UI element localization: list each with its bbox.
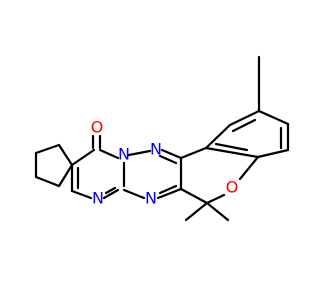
bond-to-aryl bbox=[179, 146, 208, 160]
bond-bz-6-inner bbox=[214, 142, 249, 152]
bond-cme2-o bbox=[205, 193, 226, 205]
bond-bz-2-inner bbox=[231, 118, 257, 133]
bond-bz-3 bbox=[257, 109, 290, 126]
bond-bz-6 bbox=[204, 146, 260, 159]
atom-n-pyrimidine: N bbox=[92, 189, 104, 208]
bond-c-cme2 bbox=[179, 187, 209, 205]
bond-ntri-c bbox=[156, 187, 183, 200]
bond-cp-5 bbox=[57, 143, 74, 167]
bond-o-aryl bbox=[238, 155, 260, 181]
bond-bz-1 bbox=[204, 123, 232, 150]
bond-ntop-c-inner bbox=[158, 154, 178, 165]
bond-junction-n bbox=[70, 189, 93, 200]
atom-labels: O N N N N O bbox=[91, 118, 239, 208]
bond-cp-3 bbox=[34, 175, 61, 188]
bond-carbonyl-ring bbox=[70, 148, 96, 167]
bond-methyl-1 bbox=[184, 201, 209, 222]
atom-n-bridge: N bbox=[118, 145, 130, 164]
bond-methyl-2 bbox=[205, 201, 230, 222]
bond-n-c-bottom bbox=[102, 188, 120, 200]
bond-bz-5 bbox=[256, 148, 290, 159]
bond-bz-2 bbox=[228, 109, 261, 127]
structure-drawing: O N N N N O bbox=[34, 55, 290, 222]
bond-n-c-bottom-inner bbox=[104, 186, 117, 195]
bond-ntri-c-inner bbox=[158, 184, 178, 195]
bond-nbridge-ntop bbox=[127, 149, 152, 157]
bond-cp-4 bbox=[57, 163, 74, 188]
bond-cp-1 bbox=[34, 143, 61, 155]
bond-group bbox=[34, 55, 290, 222]
atom-n-imine-top: N bbox=[150, 140, 162, 159]
bond-carbonyl-nbridge bbox=[98, 148, 120, 160]
bond-c-ntri bbox=[122, 188, 146, 200]
atom-n-triazine-bottom: N bbox=[145, 189, 157, 208]
molecule-canvas: O N N N N O bbox=[34, 55, 290, 222]
atom-carbonyl-oxygen: O bbox=[91, 118, 104, 137]
atom-ring-oxygen: O bbox=[226, 178, 239, 197]
bond-ntop-c bbox=[160, 148, 183, 160]
